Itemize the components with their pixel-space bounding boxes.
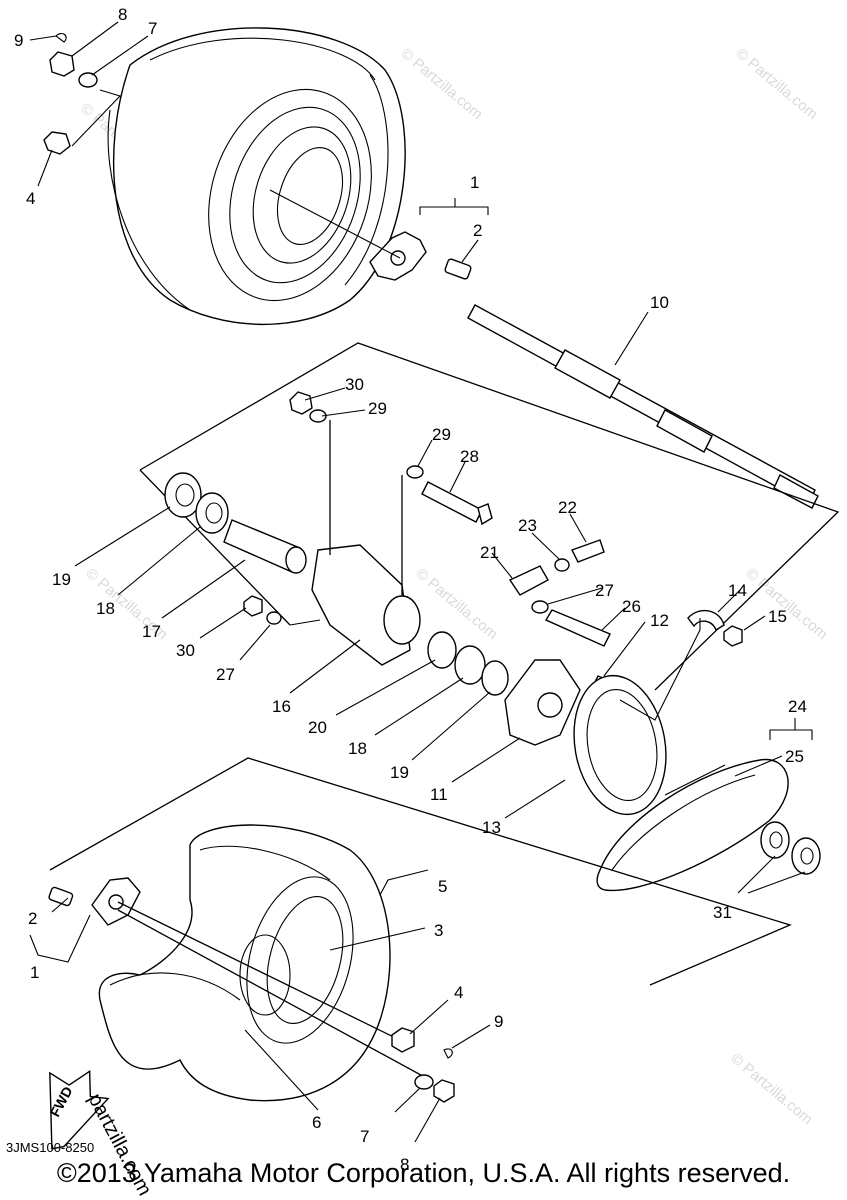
callout-27: 27 — [216, 665, 235, 684]
hub-top — [369, 231, 472, 281]
watermark: © Partzilla.com — [742, 565, 830, 643]
sprocket-hub — [504, 659, 613, 746]
drive-chain — [596, 758, 789, 892]
callout-18: 18 — [348, 739, 367, 758]
fwd-arrow: FWD — [47, 1069, 110, 1150]
drawing-code: 3JMS100-8250 — [6, 1140, 94, 1155]
callouts: 9 8 7 4 1 2 10 30 29 29 28 22 23 21 27 2… — [6, 5, 807, 1174]
lower-fasteners — [391, 1027, 455, 1103]
clip-and-nut — [687, 609, 743, 647]
callout-2: 2 — [28, 909, 37, 928]
callout-4: 4 — [26, 189, 35, 208]
callout-30: 30 — [345, 375, 364, 394]
copyright-notice: ©2013 Yamaha Motor Corporation, U.S.A. A… — [56, 1158, 791, 1188]
tire-top — [107, 27, 406, 326]
callout-14: 14 — [728, 581, 747, 600]
callout-1: 1 — [30, 963, 39, 982]
callout-30: 30 — [176, 641, 195, 660]
callout-23: 23 — [518, 516, 537, 535]
callout-29: 29 — [368, 399, 387, 418]
callout-9: 9 — [494, 1012, 503, 1031]
bearings-right — [427, 631, 509, 696]
caliper-bracket — [508, 539, 611, 647]
callout-24: 24 — [788, 697, 807, 716]
callout-21: 21 — [480, 543, 499, 562]
chain-rollers — [760, 821, 821, 875]
callout-19: 19 — [390, 763, 409, 782]
callout-15: 15 — [768, 607, 787, 626]
callout-17: 17 — [142, 622, 161, 641]
callout-25: 25 — [785, 747, 804, 766]
top-fasteners — [43, 33, 98, 155]
watermark: © Partzilla.com — [397, 45, 485, 123]
exploded-box-lower — [49, 757, 792, 986]
callout-16: 16 — [272, 697, 291, 716]
tire-bottom — [98, 824, 391, 1102]
callout-31: 31 — [713, 903, 732, 922]
callout-28: 28 — [460, 447, 479, 466]
callout-4: 4 — [454, 983, 463, 1002]
watermark: © Partzilla.com — [732, 45, 820, 123]
callout-9: 9 — [14, 31, 23, 50]
callout-29: 29 — [432, 425, 451, 444]
leader-lines — [29, 21, 813, 1143]
sprocket — [573, 674, 667, 816]
callout-22: 22 — [558, 498, 577, 517]
middle-fasteners — [243, 391, 493, 625]
bearings-left — [164, 472, 307, 574]
callout-12: 12 — [650, 611, 669, 630]
callout-27: 27 — [595, 581, 614, 600]
callout-19: 19 — [52, 570, 71, 589]
callout-5: 5 — [438, 877, 447, 896]
callout-7: 7 — [360, 1127, 369, 1146]
callout-8: 8 — [118, 5, 127, 24]
callout-8: 8 — [400, 1155, 409, 1174]
callout-2: 2 — [473, 221, 482, 240]
hub-bottom — [48, 877, 431, 1081]
callout-26: 26 — [622, 597, 641, 616]
axle-housing — [311, 420, 421, 666]
axle — [467, 304, 819, 509]
callout-18: 18 — [96, 599, 115, 618]
callout-13: 13 — [482, 818, 501, 837]
callout-1: 1 — [470, 173, 479, 192]
callout-20: 20 — [308, 718, 327, 737]
callout-10: 10 — [650, 293, 669, 312]
watermark: © Partzilla.com — [412, 565, 500, 643]
watermark: © Partzilla.com — [727, 1050, 815, 1128]
callout-11: 11 — [430, 785, 448, 804]
callout-3: 3 — [434, 921, 443, 940]
callout-7: 7 — [148, 19, 157, 38]
callout-6: 6 — [312, 1113, 321, 1132]
